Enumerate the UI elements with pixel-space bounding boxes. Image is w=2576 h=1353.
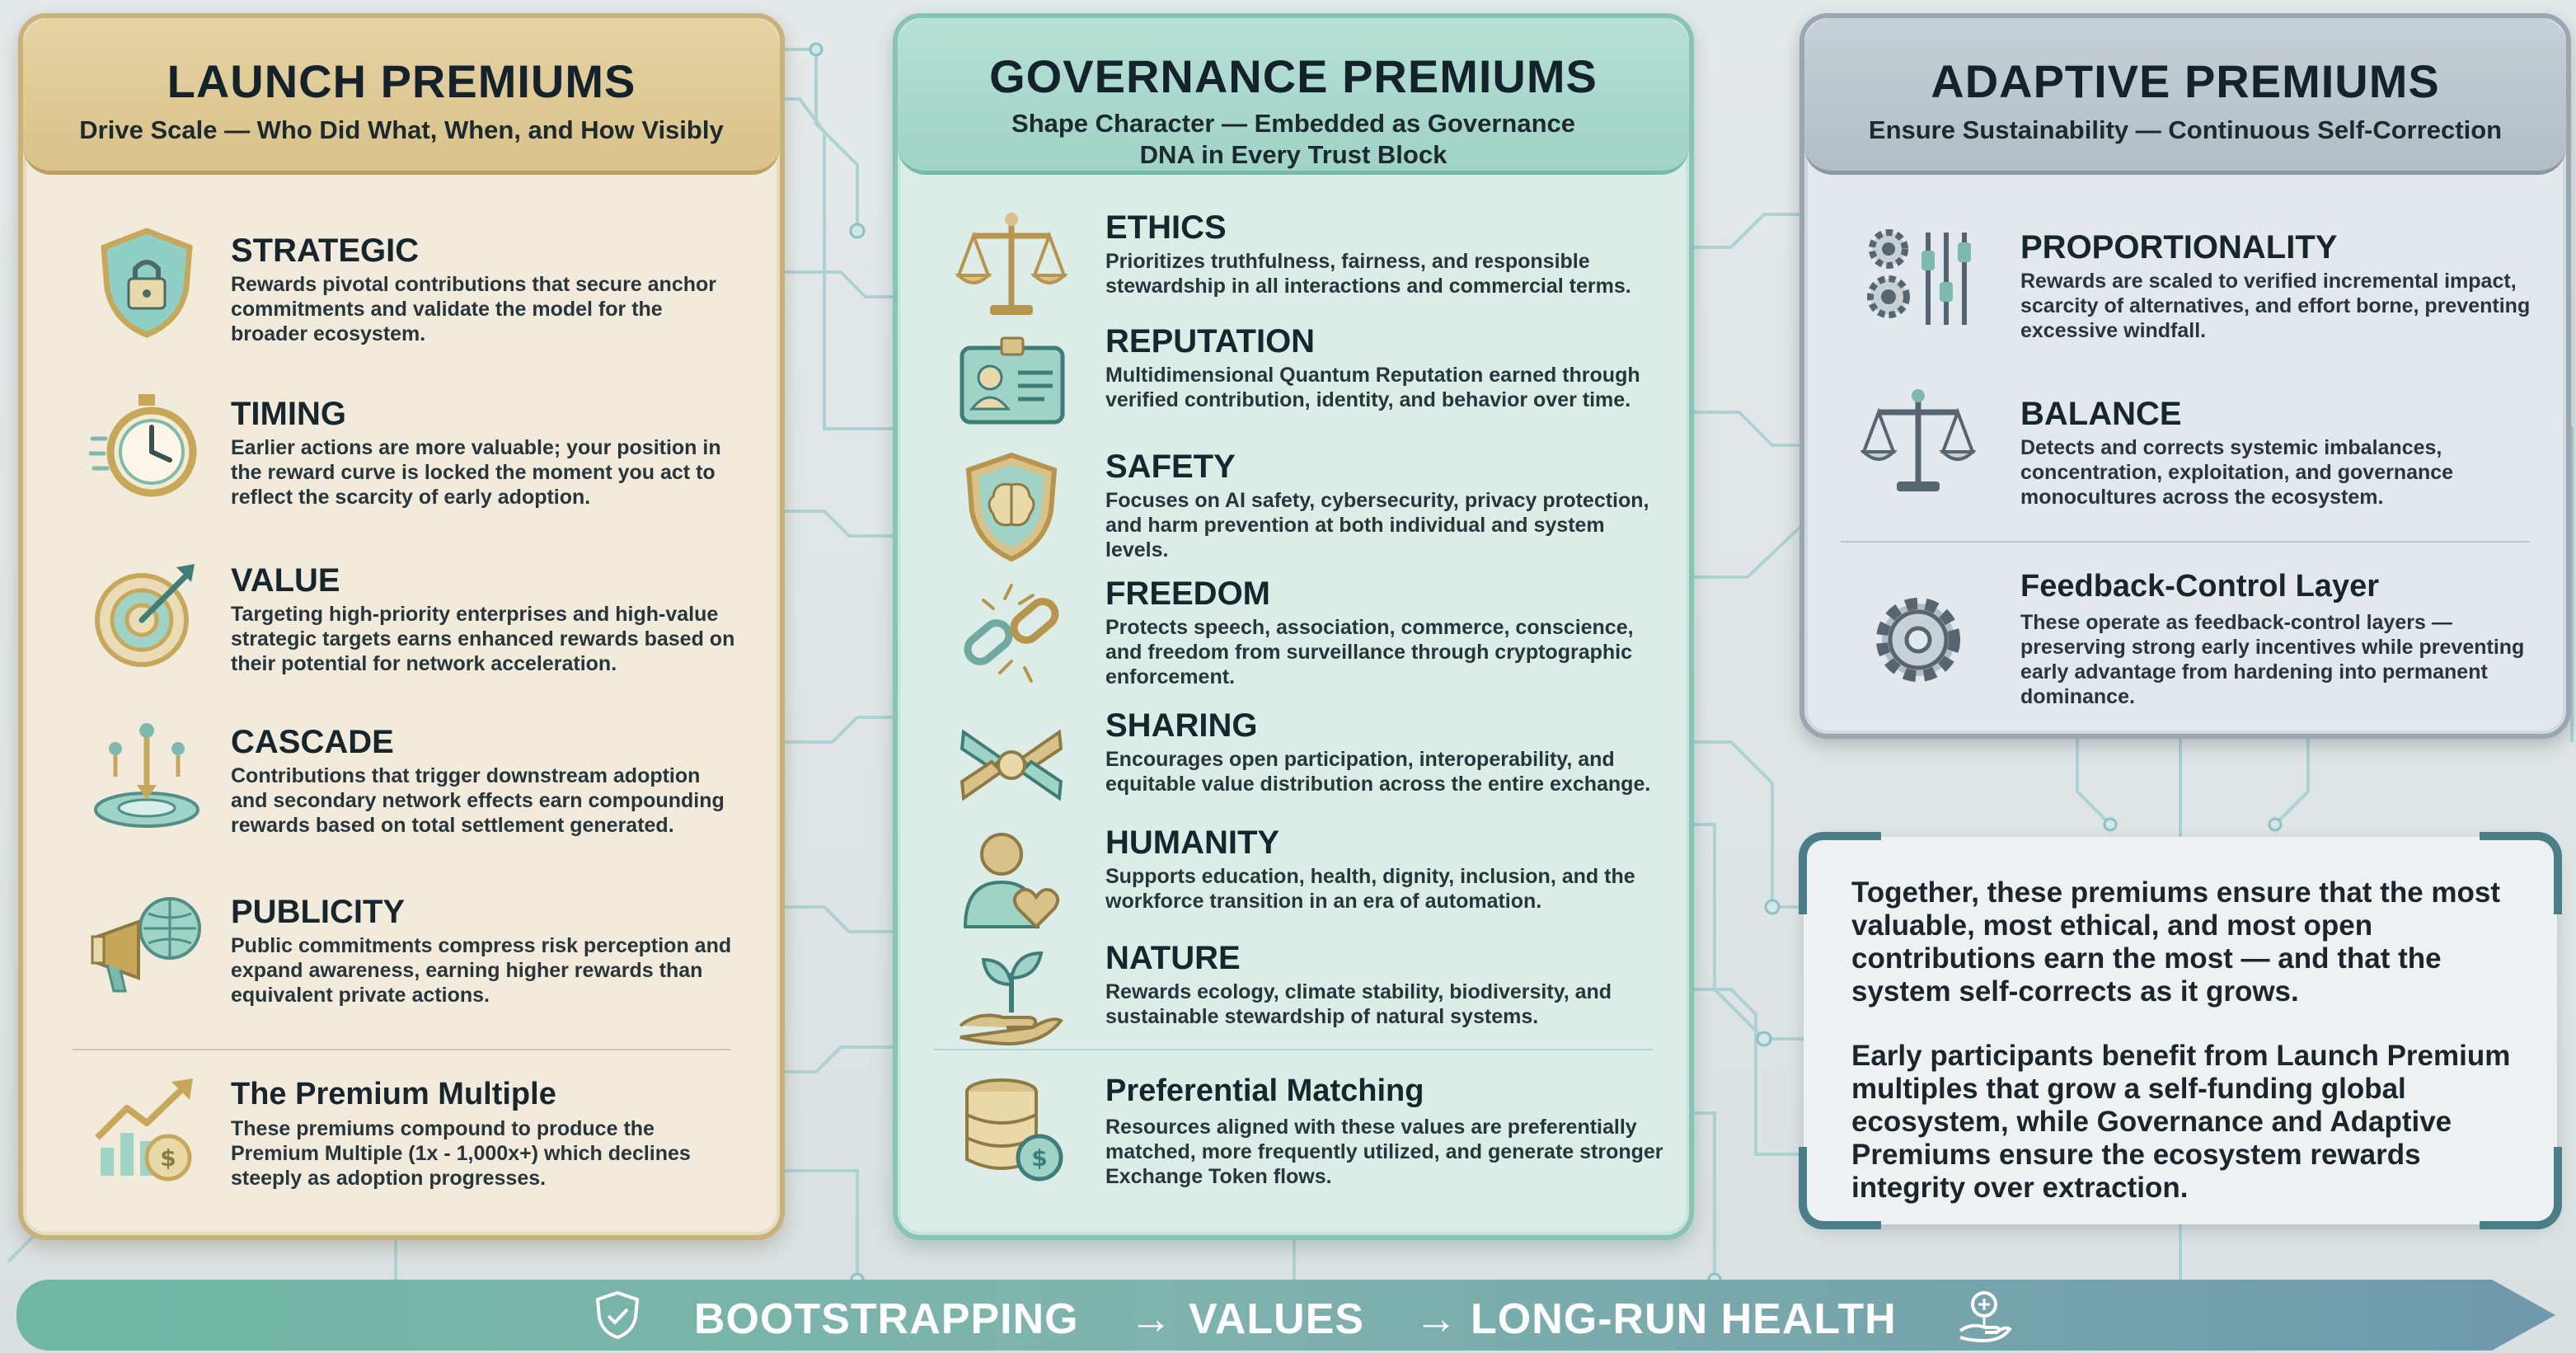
megaphone-icon <box>91 897 201 993</box>
banner-step-bootstrapping: BOOTSTRAPPING <box>694 1295 1079 1343</box>
gears-sliders-icon <box>1867 229 1971 325</box>
item-desc: Rewards are scaled to verified increment… <box>2020 270 2531 342</box>
item-title: REPUTATION <box>1105 323 1316 359</box>
banner-arrow: → <box>1415 1295 1458 1343</box>
item-desc: Targeting high-priority enterprises and … <box>231 603 735 675</box>
item-title: SHARING <box>1105 707 1258 744</box>
item-desc: Earlier actions are more valuable; your … <box>231 436 721 509</box>
item-desc: Supports education, health, dignity, inc… <box>1105 865 1635 913</box>
item-title: ETHICS <box>1105 209 1227 246</box>
item-title: VALUE <box>231 562 340 599</box>
svg-text:$: $ <box>160 1144 176 1172</box>
item-title: CASCADE <box>231 724 394 760</box>
launch-title: LAUNCH PREMIUMS <box>167 55 636 107</box>
item-desc: Rewards pivotal contributions that secur… <box>231 273 717 345</box>
svg-text:$: $ <box>1031 1144 1047 1172</box>
summary-paragraph-2: Early participants benefit from Launch P… <box>1851 1040 2511 1204</box>
item-desc: Focuses on AI safety, cybersecurity, pri… <box>1105 489 1649 561</box>
governance-subtitle-line-1: Shape Character — Embedded as Governance <box>1011 109 1575 138</box>
gear-icon <box>1876 598 1960 682</box>
plant-hand-icon <box>959 951 1063 1046</box>
growth-chart-icon: $ <box>95 1078 193 1182</box>
divider <box>934 1049 1653 1050</box>
shield-icon <box>595 1290 640 1340</box>
launch-subtitle: Drive Scale — Who Did What, When, and Ho… <box>79 115 724 144</box>
progression-banner: BOOTSTRAPPING → VALUES → LONG-RUN HEALTH <box>16 1280 2555 1351</box>
item-title: PROPORTIONALITY <box>2020 229 2338 265</box>
governance-subtitle-line-2: DNA in Every Trust Block <box>1139 140 1448 169</box>
hand-tree-icon <box>1959 1291 2012 1343</box>
scales-icon <box>955 213 1068 315</box>
governance-title: GOVERNANCE PREMIUMS <box>989 50 1598 102</box>
id-card-icon <box>960 336 1065 425</box>
bracket-corner <box>2480 1147 2562 1229</box>
item-title: Preferential Matching <box>1105 1073 1424 1108</box>
person-heart-icon <box>963 833 1060 929</box>
summary-box: Together, these premiums ensure that the… <box>1799 832 2562 1229</box>
item-title: The Premium Multiple <box>231 1077 556 1111</box>
item-desc: These premiums compound to produce the P… <box>231 1117 691 1190</box>
hands-icon <box>960 729 1063 801</box>
banner-arrow: → <box>1129 1295 1173 1343</box>
summary-paragraph-1: Together, these premiums ensure that the… <box>1851 876 2501 1008</box>
shield-lock-icon <box>101 228 193 338</box>
target-icon <box>95 564 195 667</box>
item-desc: Contributions that trigger downstream ad… <box>231 764 725 837</box>
balance-icon <box>1860 389 1976 491</box>
divider <box>1841 541 2530 543</box>
launch-premiums-panel: LAUNCH PREMIUMS Drive Scale — Who Did Wh… <box>18 13 785 1240</box>
bracket-corner <box>1799 1147 1881 1229</box>
item-desc: Public commitments compress risk percept… <box>231 934 732 1007</box>
database-coin-icon: $ <box>965 1078 1063 1182</box>
item-desc: Encourages open participation, interoper… <box>1105 748 1651 796</box>
bracket-corner <box>2480 832 2562 914</box>
governance-premiums-panel: GOVERNANCE PREMIUMS Shape Character — Em… <box>893 13 1694 1240</box>
divider <box>73 1049 730 1050</box>
brain-shield-icon <box>965 452 1058 562</box>
item-title: STRATEGIC <box>231 233 420 269</box>
item-desc: Resources aligned with these values are … <box>1105 1116 1663 1188</box>
governance-header: GOVERNANCE PREMIUMS Shape Character — Em… <box>898 18 1689 175</box>
item-title: PUBLICITY <box>231 894 406 930</box>
banner-step-long-run-health: LONG-RUN HEALTH <box>1471 1295 1897 1343</box>
adaptive-title: ADAPTIVE PREMIUMS <box>1931 55 2440 107</box>
item-desc: These operate as feedback-control layers… <box>2020 611 2525 708</box>
item-title: Feedback-Control Layer <box>2020 569 2379 604</box>
item-desc: Multidimensional Quantum Reputation earn… <box>1105 364 1640 411</box>
banner-step-values: VALUES <box>1189 1295 1365 1343</box>
adaptive-subtitle: Ensure Sustainability — Continuous Self-… <box>1868 115 2503 144</box>
stopwatch-icon <box>89 394 197 497</box>
bracket-corner <box>1799 832 1881 914</box>
item-title: TIMING <box>231 396 346 432</box>
adaptive-header: ADAPTIVE PREMIUMS Ensure Sustainability … <box>1804 18 2566 175</box>
item-desc: Prioritizes truthfulness, fairness, and … <box>1105 250 1631 298</box>
adaptive-premiums-panel: ADAPTIVE PREMIUMS Ensure Sustainability … <box>1799 13 2571 739</box>
item-title: SAFETY <box>1105 449 1236 485</box>
item-desc: Detects and corrects systemic imbalances… <box>2020 436 2454 509</box>
item-desc: Rewards ecology, climate stability, biod… <box>1105 980 1612 1028</box>
item-title: FREEDOM <box>1105 575 1270 612</box>
item-title: BALANCE <box>2020 396 2182 432</box>
launch-header: LAUNCH PREMIUMS Drive Scale — Who Did Wh… <box>23 18 780 175</box>
item-desc: Protects speech, association, commerce, … <box>1105 616 1634 688</box>
item-title: NATURE <box>1105 940 1241 976</box>
broken-chain-icon <box>964 584 1059 683</box>
cascade-icon <box>94 723 199 828</box>
item-title: HUMANITY <box>1105 824 1280 861</box>
